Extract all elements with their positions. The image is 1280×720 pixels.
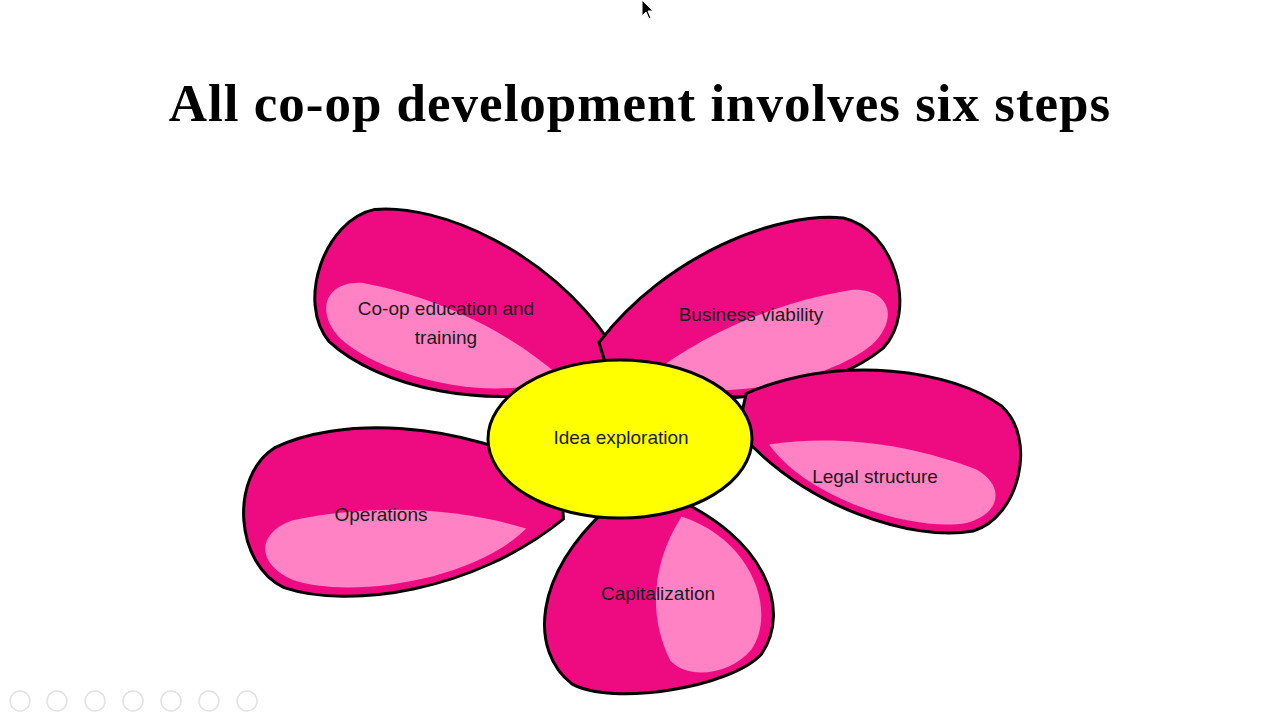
petal-shape bbox=[733, 348, 1041, 545]
step-label: Operations bbox=[281, 501, 481, 530]
petal-fill bbox=[244, 428, 564, 597]
step-label: Legal structure bbox=[775, 463, 975, 492]
toolbar-button bbox=[123, 691, 143, 711]
petal-highlight bbox=[769, 440, 996, 524]
step-label: Capitalization bbox=[558, 580, 758, 609]
flower-petal: Legal structure bbox=[733, 348, 1041, 545]
toolbar-button bbox=[10, 691, 30, 711]
step-label: Idea exploration bbox=[506, 424, 736, 453]
petal-outline bbox=[738, 370, 1021, 533]
mouse-cursor bbox=[642, 0, 653, 19]
toolbar-button bbox=[237, 691, 257, 711]
petal-outline bbox=[244, 428, 564, 597]
petal-highlight bbox=[326, 283, 560, 389]
step-label: Co-op education and training bbox=[356, 295, 536, 352]
slide-title: All co-op development involves six steps bbox=[0, 72, 1280, 136]
flower-petal: Capitalization bbox=[526, 491, 795, 710]
slide-toolbar bbox=[10, 691, 257, 711]
toolbar-button bbox=[47, 691, 67, 711]
toolbar-button bbox=[199, 691, 219, 711]
toolbar-button bbox=[161, 691, 181, 711]
petal-outline bbox=[545, 496, 774, 694]
center-ellipse bbox=[488, 360, 752, 518]
flower-center: Idea exploration bbox=[485, 357, 755, 521]
petal-fill bbox=[738, 370, 1021, 533]
petal-fill bbox=[545, 496, 774, 694]
toolbar-button bbox=[85, 691, 105, 711]
step-label: Business viability bbox=[651, 301, 851, 330]
